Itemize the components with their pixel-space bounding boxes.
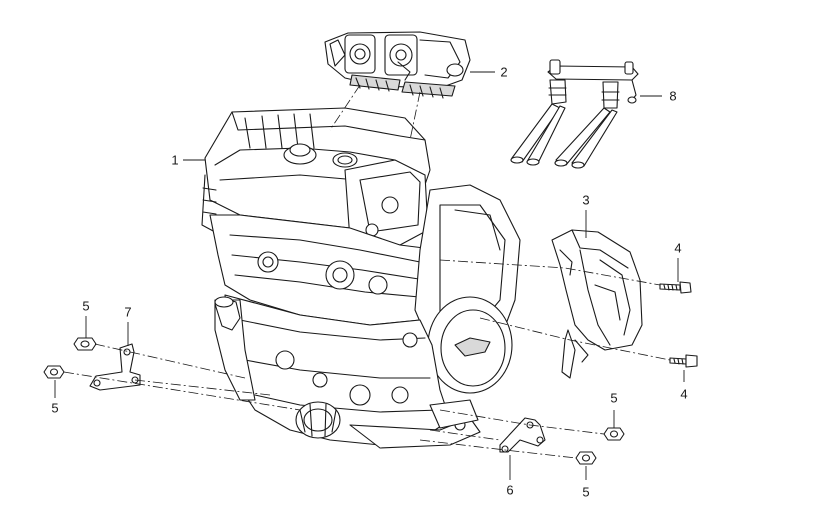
nut-left-upper xyxy=(73,337,97,351)
engine-assembly xyxy=(201,107,521,449)
fuel-injector-rail xyxy=(510,59,639,169)
heat-shield-cover xyxy=(551,229,643,379)
callout-4-upper: 4 xyxy=(674,240,682,256)
bracket-right xyxy=(499,417,546,453)
callout-5-left-lower: 5 xyxy=(51,400,59,416)
nut-right-upper xyxy=(603,427,625,441)
throttle-body xyxy=(324,31,471,99)
callout-5-left-upper: 5 xyxy=(82,298,90,314)
callout-8: 8 xyxy=(669,88,677,104)
callout-5-right-lower: 5 xyxy=(582,484,590,500)
callout-2: 2 xyxy=(500,64,508,80)
bolt-upper xyxy=(659,281,692,294)
callout-4-lower: 4 xyxy=(680,386,688,402)
assembly-lines xyxy=(63,84,671,459)
callout-7: 7 xyxy=(124,304,132,320)
callout-5-right-upper: 5 xyxy=(610,390,618,406)
leader-lines xyxy=(54,71,685,480)
bracket-left xyxy=(89,343,141,391)
callout-6: 6 xyxy=(506,482,514,498)
callout-3: 3 xyxy=(582,192,590,208)
bolt-lower xyxy=(669,354,698,368)
nut-left-lower xyxy=(43,365,65,379)
nut-right-lower xyxy=(575,451,597,465)
callout-1: 1 xyxy=(171,152,179,168)
